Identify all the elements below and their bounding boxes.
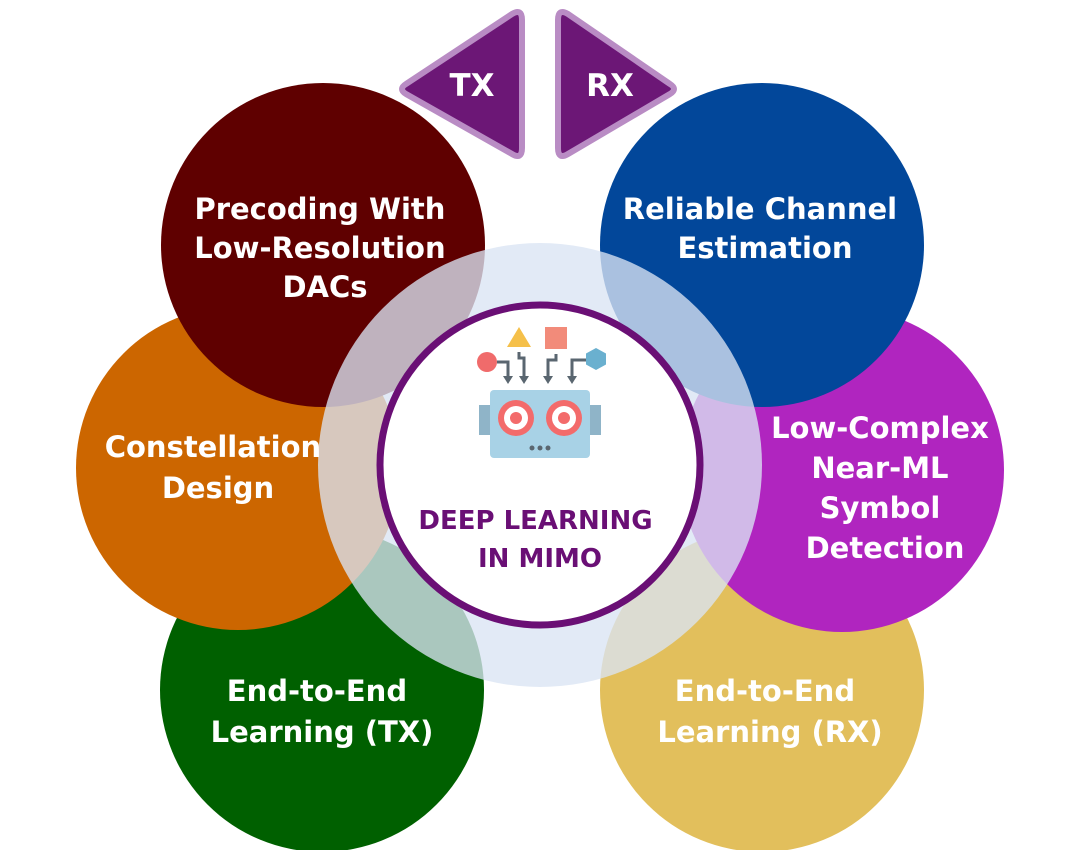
rx-arrow: RX [555,9,677,159]
input-hexagon-shape [586,348,606,370]
input-square-shape [545,327,567,349]
e2e-tx-label-line: End-to-End [227,674,407,708]
reliable-label: Reliable Channel Estimation [623,192,907,265]
constellation-label-line: Design [162,471,274,505]
input-circle-shape [477,352,497,372]
gear-core [558,412,570,424]
low-complex-label-line: Near-ML [811,451,948,485]
robot-side-right [587,405,601,435]
tx-label: TX [449,68,494,104]
center-disc [376,301,704,629]
e2e-rx-label-line: Learning (RX) [657,715,882,749]
e2e-rx-label: End-to-End Learning (RX) [657,674,882,749]
input-arrowheads [503,376,577,384]
center-title-line: DEEP LEARNING [418,506,652,536]
constellation-label: Constellation Design [105,430,332,505]
low-complex-label-line: Symbol [820,491,941,525]
deep-learning-robot-icon [477,327,606,458]
input-triangle-shape [507,327,531,347]
reliable-label-line: Estimation [677,231,852,265]
tx-arrow: TX [399,9,525,159]
triangle-right-icon [555,9,677,159]
e2e-rx-label-line: End-to-End [675,674,855,708]
robot-side-left [479,405,493,435]
e2e-tx-label-line: Learning (TX) [211,715,434,749]
precoding-label: Precoding With Low-Resolution DACs [194,192,455,304]
rx-label: RX [586,68,634,104]
robot-dot [537,445,543,451]
low-complex-label-line: Detection [806,531,965,565]
low-complex-label-line: Low-Complex [771,411,989,445]
input-wires [497,352,586,376]
e2e-tx-label: End-to-End Learning (TX) [211,674,434,749]
constellation-label-line: Constellation [105,430,321,464]
reliable-label-line: Reliable Channel [623,192,897,226]
precoding-label-line: DACs [282,270,367,304]
robot-dot [529,445,535,451]
precoding-label-line: Precoding With [194,192,445,226]
center-title: DEEP LEARNING IN MIMO [418,506,661,574]
triangle-left-icon [399,9,525,159]
center-title-line: IN MIMO [478,544,602,574]
robot-dot [545,445,551,451]
low-complex-label: Low-Complex Near-ML Symbol Detection [771,411,999,565]
precoding-label-line: Low-Resolution [194,231,445,265]
gear-core [510,412,522,424]
